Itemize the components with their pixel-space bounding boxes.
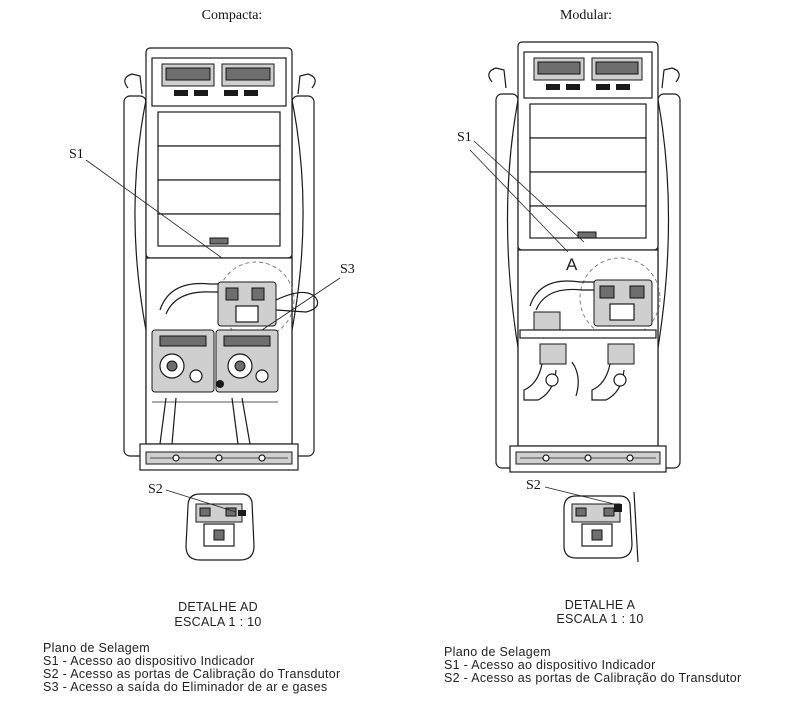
left-legend-s3: S3 - Acesso a saída do Eliminador de ar …	[43, 680, 327, 694]
left-leader-s2	[165, 489, 237, 513]
right-callout-s1: S1	[457, 130, 472, 145]
right-leader-s1-b	[469, 149, 569, 253]
left-callout-s1: S1	[69, 147, 84, 162]
left-detail-title: DETALHE AD	[178, 600, 258, 614]
right-detail-title: DETALHE A	[565, 598, 636, 612]
left-callout-s3: S3	[340, 262, 355, 277]
right-legend-s2: S2 - Acesso as portas de Calibração do T…	[444, 671, 742, 685]
left-callout-s2: S2	[148, 482, 163, 497]
left-legend-s1: S1 - Acesso ao dispositivo Indicador	[43, 654, 255, 668]
left-detail-scale: ESCALA 1 : 10	[174, 615, 261, 629]
left-leader-s1	[85, 159, 223, 259]
left-title: Compacta:	[202, 8, 263, 23]
left-legend-s2: S2 - Acesso as portas de Calibração do T…	[43, 667, 341, 681]
right-leader-s2	[544, 486, 615, 505]
detail-a-drawing	[563, 491, 639, 563]
right-callout-s2: S2	[526, 478, 541, 493]
right-legend-s1: S1 - Acesso ao dispositivo Indicador	[444, 658, 656, 672]
right-detail-scale: ESCALA 1 : 10	[556, 612, 643, 626]
right-legend-title: Plano de Selagem	[444, 645, 551, 659]
compacta-dispenser-drawing	[123, 47, 319, 471]
right-detail-mark: A	[566, 255, 578, 274]
left-legend-title: Plano de Selagem	[43, 641, 150, 655]
modular-dispenser-drawing	[488, 41, 681, 473]
left-leader-s3	[261, 277, 341, 331]
detail-ad-drawing	[185, 493, 255, 561]
right-leader-s1-a	[473, 140, 585, 243]
right-title: Modular:	[560, 8, 612, 23]
